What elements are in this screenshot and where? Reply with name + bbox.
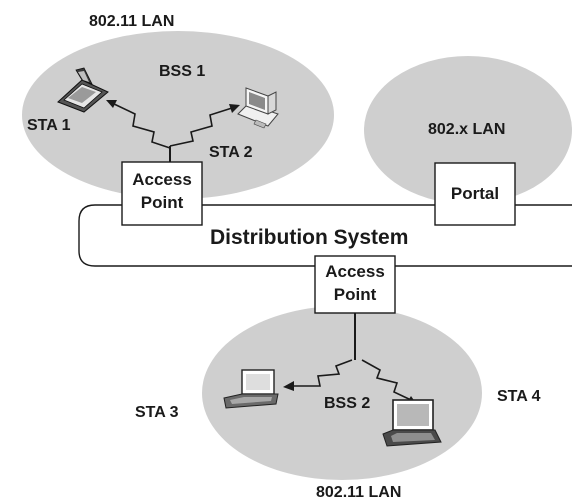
pda-icon [57,67,109,113]
portal-label: Portal [451,184,499,203]
access-point-1-box [121,161,203,226]
portal-box [434,162,516,226]
lanx-ellipse [364,56,572,204]
lanx-label: 802.x LAN [428,121,505,138]
access-point-2-box [314,255,396,314]
bss2-label: BSS 2 [324,395,370,412]
sta2-label: STA 2 [209,144,253,161]
wireless-link-sta2 [169,104,240,147]
distribution-system-label: Distribution System [210,226,408,249]
access-point-1-label-line2: Point [141,193,184,212]
access-point-2-label-line2: Point [334,285,377,304]
bss1-ellipse [22,31,334,199]
sta1-label: STA 1 [27,117,71,134]
lan-top-label: 802.11 LAN [89,13,174,30]
desktop-pc-icon [237,87,279,129]
access-point-1-label-line1: Access [132,170,192,189]
wireless-link-sta3 [283,359,353,391]
access-point-2-label-line1: Access [325,262,385,281]
bss1-label: BSS 1 [159,63,205,80]
lan-bottom-label: 802.11 LAN [316,484,401,501]
wireless-link-sta1 [106,100,171,149]
laptop-icon [382,399,442,447]
sta4-label: STA 4 [497,388,541,405]
laptop-icon [223,369,279,409]
sta3-label: STA 3 [135,404,179,421]
